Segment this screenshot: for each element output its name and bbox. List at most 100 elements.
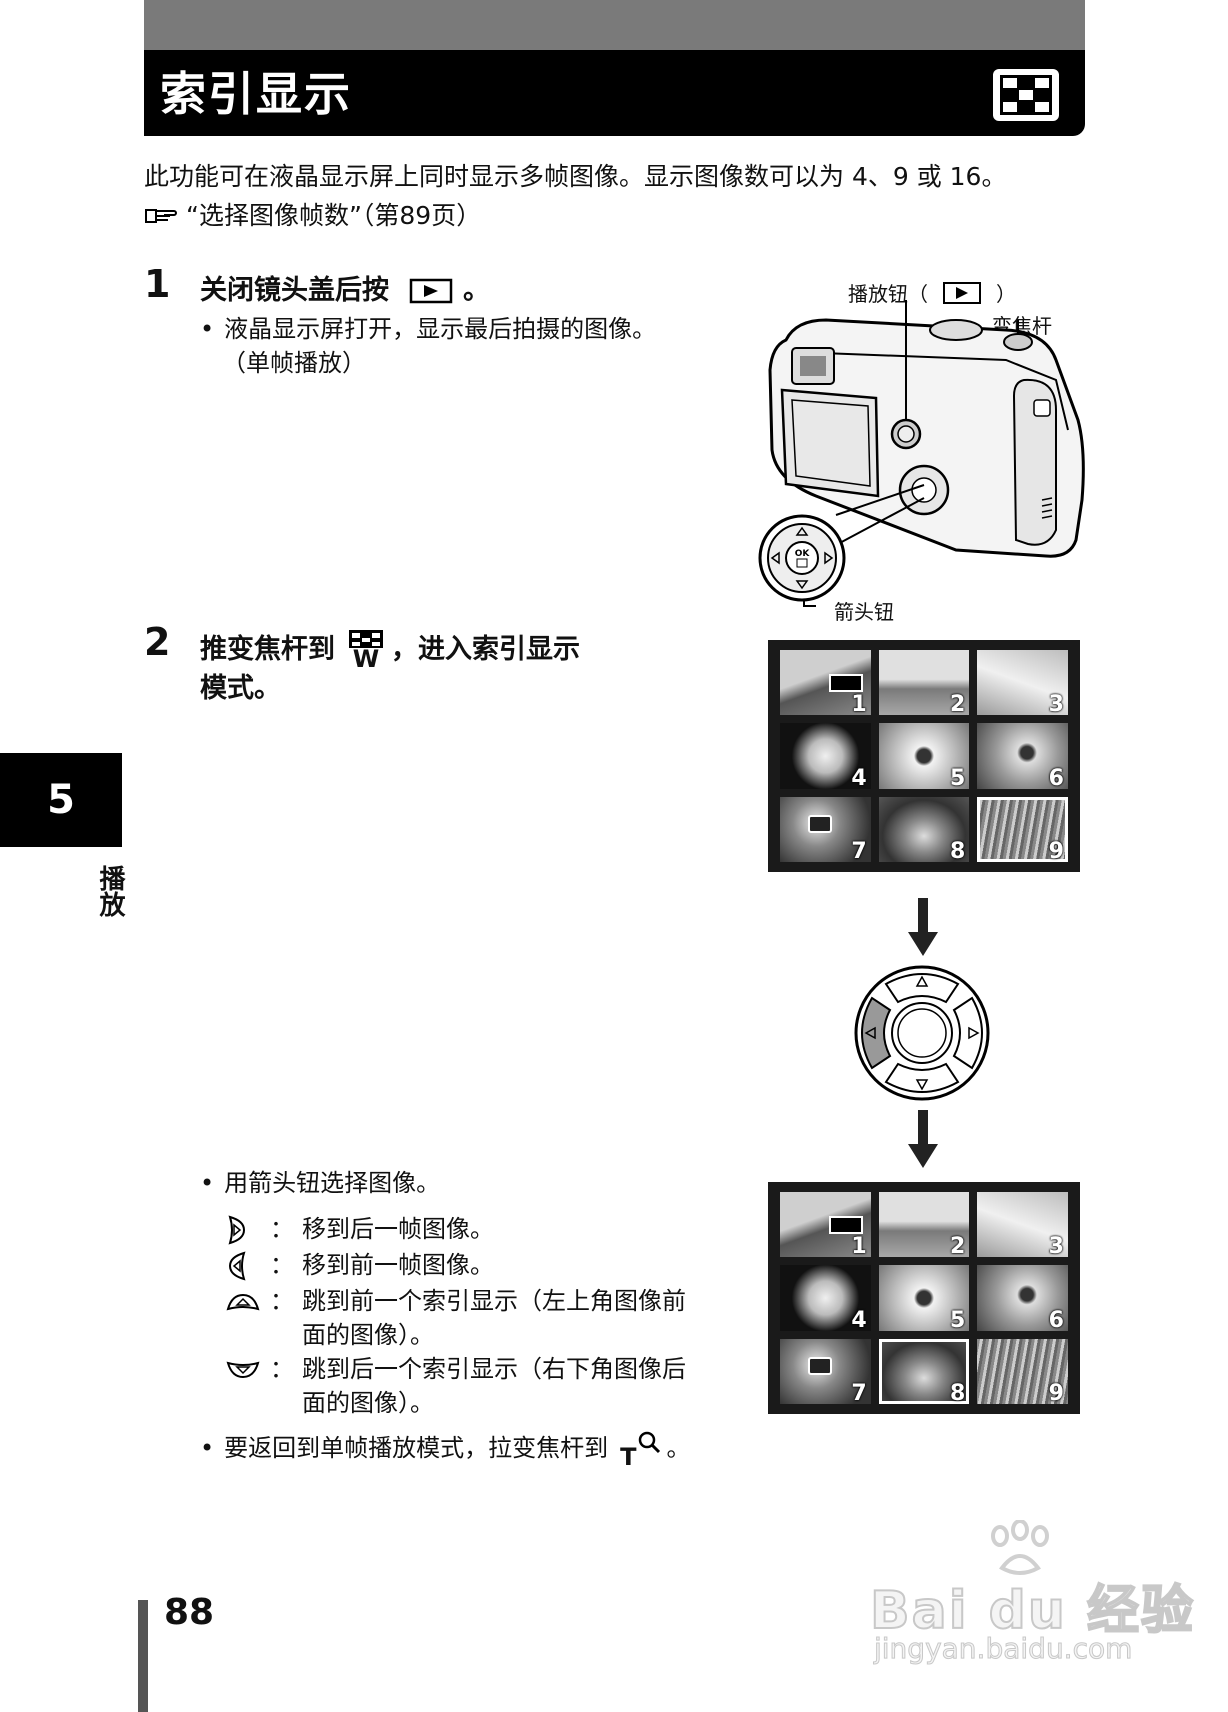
page-number-bar <box>138 1600 148 1712</box>
wide-zoom-symbol: W <box>349 630 383 671</box>
camera-diagram: OK <box>758 300 1085 607</box>
play-label-text: 播放钮（ <box>848 282 928 306</box>
camera-zoom-lever <box>1003 333 1033 351</box>
thumbnail-number: 6 <box>1048 1307 1064 1331</box>
thumbnail-image[interactable]: 1 <box>780 1192 871 1258</box>
down-arrow-icon <box>908 898 938 956</box>
left-arrow-highlight <box>861 996 892 1070</box>
thumbnail-number: 8 <box>950 839 966 862</box>
arrow-left-text: 移到前一帧图像。 <box>302 1251 494 1279</box>
separator: ： <box>270 1251 294 1279</box>
tele-zoom-symbol: T <box>620 1428 660 1471</box>
baidu-watermark: Bai du 经验 jingyan.baidu.com <box>869 1520 1200 1670</box>
intro-text: 此功能可在液晶显示屏上同时显示多帧图像。显示图像数可以为 4、9 或 16。 <box>144 162 1007 191</box>
t-label: T <box>620 1443 637 1471</box>
thumbnail-number: 7 <box>851 839 867 862</box>
arrow-down-icon <box>226 1361 260 1379</box>
arrow-up-text: 跳到前一个索引显示（左上角图像前 <box>302 1287 686 1315</box>
thumbnail-image[interactable]: 8 <box>878 796 970 862</box>
thumbnail-image[interactable]: 7 <box>780 1338 871 1404</box>
arrow-button-label: 箭头钮 <box>834 600 894 624</box>
pointing-hand-icon <box>145 209 177 223</box>
thumbnail-number: 5 <box>950 765 966 789</box>
thumbnail-image[interactable]: 3 <box>977 1192 1068 1258</box>
arrow-up-text-block: 跳到前一个索引显示（左上角图像前 面的图像）。 <box>302 1284 686 1352</box>
thumbnail-image[interactable]: 9 <box>977 796 1068 862</box>
step2-text: 推变焦杆到 <box>200 634 335 665</box>
ok-label: OK <box>795 549 811 559</box>
play-button-label: 播放钮（ ） <box>848 278 1016 307</box>
thumbnail-image[interactable]: 1 <box>780 650 871 716</box>
thumbnail-number: 9 <box>1048 1381 1064 1404</box>
list-item: ： 跳到前一个索引显示（左上角图像前 面的图像）。 <box>226 1284 746 1352</box>
index-display-bottom: 1 2 3 4 5 6 7 8 9 <box>768 1182 1080 1414</box>
step1-text: 关闭镜头盖后按 <box>200 275 389 306</box>
thumbnail-image[interactable]: 5 <box>878 1265 970 1331</box>
magnifier-icon <box>638 1431 660 1454</box>
arrow-down-text-block: 跳到后一个索引显示（右下角图像后 面的图像）。 <box>302 1352 686 1420</box>
thumbnail-image[interactable]: 2 <box>878 650 970 716</box>
arrow-left-icon <box>228 1251 246 1281</box>
thumbnail-image[interactable]: 4 <box>780 723 871 789</box>
thumbnail-number: 9 <box>1048 839 1064 862</box>
arrow-up-icon <box>226 1293 260 1311</box>
thumbnail-number: 4 <box>851 1307 867 1331</box>
arrow-pad-diagram <box>854 965 990 1101</box>
thumbnail-number: 3 <box>1048 1234 1064 1258</box>
instruction-bullet1: •用箭头钮选择图像。 <box>200 1169 441 1197</box>
step2-number: 2 <box>144 620 171 664</box>
thumbnail-number: 6 <box>1048 765 1064 789</box>
thumbnail-image[interactable]: 6 <box>977 723 1068 789</box>
separator: ： <box>270 1287 294 1315</box>
chapter-number: 5 <box>47 777 75 823</box>
list-item: ： 移到后一帧图像。 <box>226 1212 746 1248</box>
index-grid-icon <box>993 69 1059 121</box>
step2-instruction: 推变焦杆到 W ，进入索引显示 <box>200 630 580 671</box>
step1-number: 1 <box>144 262 171 306</box>
chapter-label: 播放 <box>95 865 125 917</box>
thumbnail-image[interactable]: 5 <box>878 723 970 789</box>
playback-icon <box>409 278 453 304</box>
paw-icon <box>991 1520 1049 1575</box>
index-grid-icon <box>349 630 383 648</box>
thumbnail-image[interactable]: 2 <box>878 1192 970 1258</box>
list-item: ： 移到前一帧图像。 <box>226 1248 746 1284</box>
arrow-right-text: 移到后一帧图像。 <box>302 1215 494 1243</box>
watermark-brand: Bai du 经验 <box>869 1580 1195 1642</box>
separator: ： <box>270 1215 294 1243</box>
thumbnail-number: 8 <box>950 1381 966 1404</box>
instruction-bullet2-text: 要返回到单帧播放模式，拉变焦杆到 <box>224 1434 609 1462</box>
thumbnail-number: 1 <box>851 1234 867 1258</box>
thumbnail-number: 2 <box>950 1234 966 1258</box>
separator: ： <box>270 1355 294 1383</box>
reference-line: “选择图像帧数”（第89页） <box>144 196 481 232</box>
thumbnail-image[interactable]: 6 <box>977 1265 1068 1331</box>
thumbnail-number: 5 <box>950 1307 966 1331</box>
reference-text: “选择图像帧数”（第89页） <box>186 201 482 230</box>
instruction-bullet2-period: 。 <box>666 1434 691 1462</box>
page-title: 索引显示 <box>160 67 352 121</box>
protect-key-icon <box>828 1216 863 1234</box>
thumbnail-number: 1 <box>851 692 867 716</box>
playback-icon <box>943 281 981 304</box>
movie-icon <box>808 1356 832 1375</box>
thumbnail-number: 4 <box>851 765 867 789</box>
thumbnail-image[interactable]: 8 <box>878 1338 970 1404</box>
thumbnail-image[interactable]: 9 <box>977 1338 1068 1404</box>
arrow-down-text: 跳到后一个索引显示（右下角图像后 <box>302 1355 686 1383</box>
thumbnail-image[interactable]: 7 <box>780 796 871 862</box>
step1-bullet-cont: （单帧播放） <box>222 349 366 377</box>
protect-key-icon <box>828 674 863 692</box>
instruction-bullet2: • 要返回到单帧播放模式，拉变焦杆到 T 。 <box>200 1428 691 1471</box>
movie-icon <box>808 814 832 833</box>
chapter-tab <box>0 753 122 847</box>
play-label-close: ） <box>996 282 1016 306</box>
step1-period: 。 <box>463 275 490 306</box>
title-bar <box>144 50 1085 136</box>
thumbnail-image[interactable]: 4 <box>780 1265 871 1331</box>
thumbnail-number: 2 <box>950 692 966 716</box>
arrow-down-text-cont: 面的图像）。 <box>302 1389 434 1417</box>
thumbnail-image[interactable]: 3 <box>977 650 1068 716</box>
page-number: 88 <box>164 1592 215 1633</box>
